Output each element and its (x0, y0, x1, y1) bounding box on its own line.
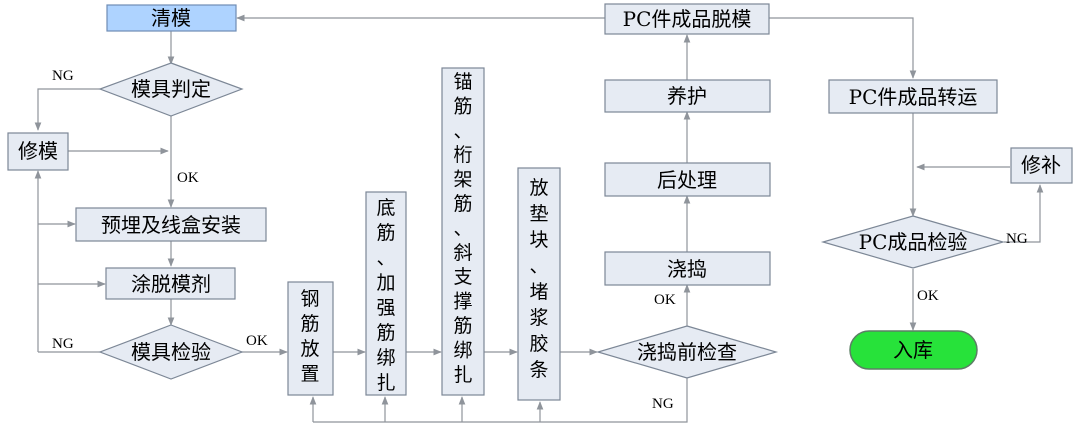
nodes: 清模 模具判定 修模 预埋及线盒安装 涂脱模剂 模具检验 (7, 3, 1073, 401)
edge-panding-xiumo (34, 88, 100, 131)
label-ng-jiaodao: NG (652, 396, 674, 412)
node-yanghu-label: 养护 (667, 84, 707, 108)
node-pc-zhuanyun: PC件成品转运 (828, 79, 998, 114)
node-muju-panding: 模具判定 (98, 62, 244, 117)
node-pc-tuomo-label: PC件成品脱模 (623, 7, 752, 31)
node-gangjin-fangzhi-label: 钢筋放置 (300, 288, 319, 385)
node-dijin: 底筋、加强筋绑扎 (365, 191, 407, 396)
label-ng-panding: NG (52, 68, 74, 84)
node-yanghu: 养护 (604, 79, 771, 113)
node-pc-zhuanyun-label: PC件成品转运 (849, 85, 978, 109)
node-pc-jianyan-label: PC成品检验 (859, 230, 968, 254)
edges (34, 14, 1044, 423)
node-pc-tuomo: PC件成品脱模 (604, 3, 770, 35)
node-xiumo: 修模 (7, 132, 69, 171)
node-maojin: 锚筋、桁架筋、斜支撑筋绑扎 (441, 67, 485, 396)
node-jiaodao: 浇捣 (604, 251, 771, 286)
node-qingmo: 清模 (106, 4, 237, 32)
node-jiaodao-label: 浇捣 (667, 257, 707, 281)
node-tuotuomoji: 涂脱模剂 (105, 267, 236, 300)
edge-pcjianyan-xiubu (1004, 184, 1044, 243)
node-maojin-label: 锚筋、桁架筋、斜支撑筋绑扎 (453, 71, 472, 386)
label-ng-pc: NG (1006, 231, 1028, 247)
edge-labels: NG OK NG OK OK NG NG OK (52, 68, 1028, 412)
edge-tuomo-zhuanyun (769, 17, 917, 79)
label-ng-jianyan: NG (52, 336, 74, 352)
node-tuotuomoji-label: 涂脱模剂 (131, 272, 211, 296)
node-muju-panding-label: 模具判定 (131, 77, 211, 101)
node-xiubu: 修补 (1010, 147, 1073, 184)
label-ok-pc: OK (917, 288, 939, 304)
node-houchuli-label: 后处理 (657, 168, 717, 192)
label-ok-panding: OK (177, 170, 199, 186)
node-muju-jianyan: 模具检验 (98, 324, 244, 380)
node-dianku: 放垫块、堵浆胶条 (517, 167, 561, 401)
node-houchuli: 后处理 (604, 162, 771, 197)
label-ok-jiaodao: OK (654, 292, 676, 308)
node-gangjin-fangzhi: 钢筋放置 (287, 281, 334, 396)
node-yumai-label: 预埋及线盒安装 (101, 213, 241, 237)
node-xiubu-label: 修补 (1021, 153, 1061, 177)
node-dianku-label: 放垫块、堵浆胶条 (529, 177, 548, 381)
node-yumai: 预埋及线盒安装 (75, 207, 267, 242)
node-jiaodao-qian-label: 浇捣前检查 (637, 340, 737, 364)
edge-jiancha-ng (313, 378, 688, 423)
node-qingmo-label: 清模 (151, 6, 191, 30)
node-dijin-label: 底筋、加强筋绑扎 (376, 197, 395, 394)
node-xiumo-label: 修模 (18, 139, 58, 163)
label-ok-jianyan: OK (246, 333, 268, 349)
node-ruku: 入库 (849, 330, 978, 370)
node-pc-jianyan: PC成品检验 (820, 215, 1006, 269)
node-jiaodao-qian: 浇捣前检查 (595, 325, 779, 379)
node-muju-jianyan-label: 模具检验 (131, 340, 211, 364)
node-ruku-label: 入库 (893, 338, 933, 362)
